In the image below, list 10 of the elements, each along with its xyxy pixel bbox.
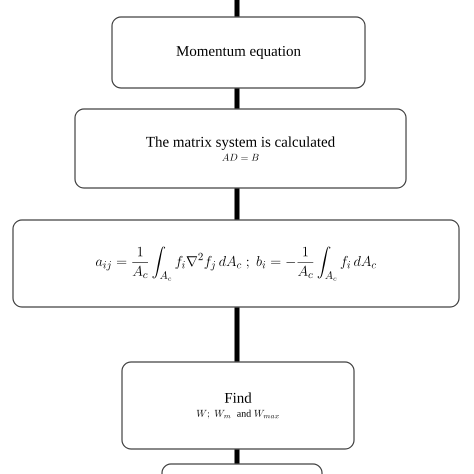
connector-line xyxy=(234,450,240,464)
process-box: Find $W;\; W_m \;\; \mathrm{and}\; W_{max}$ xyxy=(121,361,355,450)
process-box xyxy=(161,463,323,474)
connector-line xyxy=(234,88,240,108)
formula-box: $a_{ij} = \frac{1}{A_c}\int_{A_c} f_i \nabla^2 f_j \, dA_c \; ; \; b_i = -\frac{1}{A_c}\int_{A_c} f_i \, dA_c$ xyxy=(12,219,460,308)
connector-line xyxy=(234,0,240,16)
process-box: The matrix system is calculated $AD = B$ xyxy=(74,108,407,189)
connector-line xyxy=(234,308,240,362)
connector-line xyxy=(234,188,240,220)
process-box: Momentum equation xyxy=(111,16,366,89)
